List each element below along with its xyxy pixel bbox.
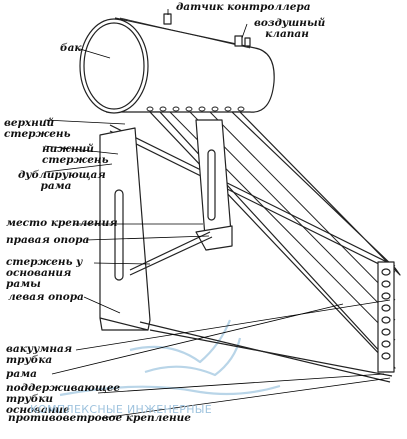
tube-support-base	[377, 261, 395, 373]
label-wind-mount: противоветровое крепление	[8, 412, 191, 424]
frame-rails	[109, 111, 401, 369]
label-lower-rod: нижний стержень	[42, 143, 109, 166]
label-mount-point: место крепления	[6, 217, 118, 229]
label-sensor: датчик контроллера	[176, 1, 311, 13]
label-vacuum-tube: вакуумная трубка	[6, 343, 73, 366]
tank-fittings	[163, 13, 251, 47]
label-frame: рама	[6, 368, 37, 380]
label-air-valve: воздушный клапан	[254, 17, 326, 40]
tube-sockets	[146, 106, 245, 112]
label-base-rod: стержень у основания рамы	[6, 256, 83, 290]
label-right-support: правая опора	[6, 234, 90, 246]
right-support	[195, 119, 233, 251]
bottom-rails	[139, 321, 393, 383]
label-upper-rod: верхний стержень	[4, 117, 71, 140]
label-left-support: левая опора	[8, 291, 84, 303]
label-dup-frame: дублирующая рама	[18, 169, 106, 192]
watermark-text: КОМПЛЕКСНЫЕ ИНЖЕНЕРНЫЕ	[30, 403, 213, 416]
left-support	[99, 127, 151, 331]
label-tank: бак	[60, 42, 82, 54]
watermark-logo	[59, 319, 281, 397]
label-tube-support: поддерживающее трубки основание	[6, 382, 121, 416]
tank	[79, 17, 275, 114]
leader-lines	[44, 9, 391, 419]
